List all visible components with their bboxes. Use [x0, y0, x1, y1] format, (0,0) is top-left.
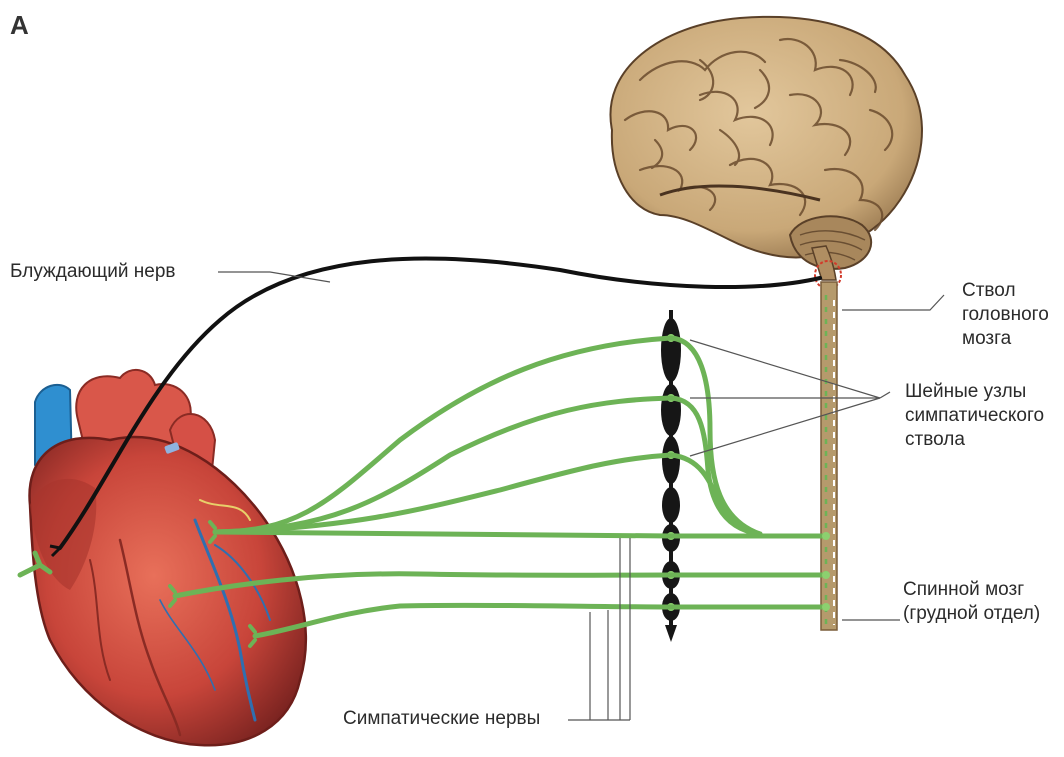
spinal-cord-label-line-1: Спинной мозг [903, 579, 1024, 601]
spinal-cord-label-line-2: (грудной отдел) [903, 603, 1040, 625]
brainstem-label-line-3: мозга [962, 328, 1011, 350]
brainstem-label-line-2: головного [962, 304, 1049, 326]
cervical-ganglia-label-line-1: Шейные узлы [905, 381, 1026, 403]
vagus-nerve-label: Блуждающий нерв [10, 261, 176, 283]
cervical-ganglia-label-line-2: симпатического [905, 405, 1044, 427]
panel-label: А [10, 10, 29, 41]
heart-illustration [30, 370, 306, 745]
brain-illustration [610, 17, 921, 289]
sympathetic-nerves-label: Симпатические нервы [343, 708, 540, 730]
brainstem-label-line-1: Ствол [962, 280, 1016, 302]
sympathetic-ganglion-chain [661, 310, 681, 642]
cervical-ganglia-label-line-3: ствола [905, 429, 965, 451]
